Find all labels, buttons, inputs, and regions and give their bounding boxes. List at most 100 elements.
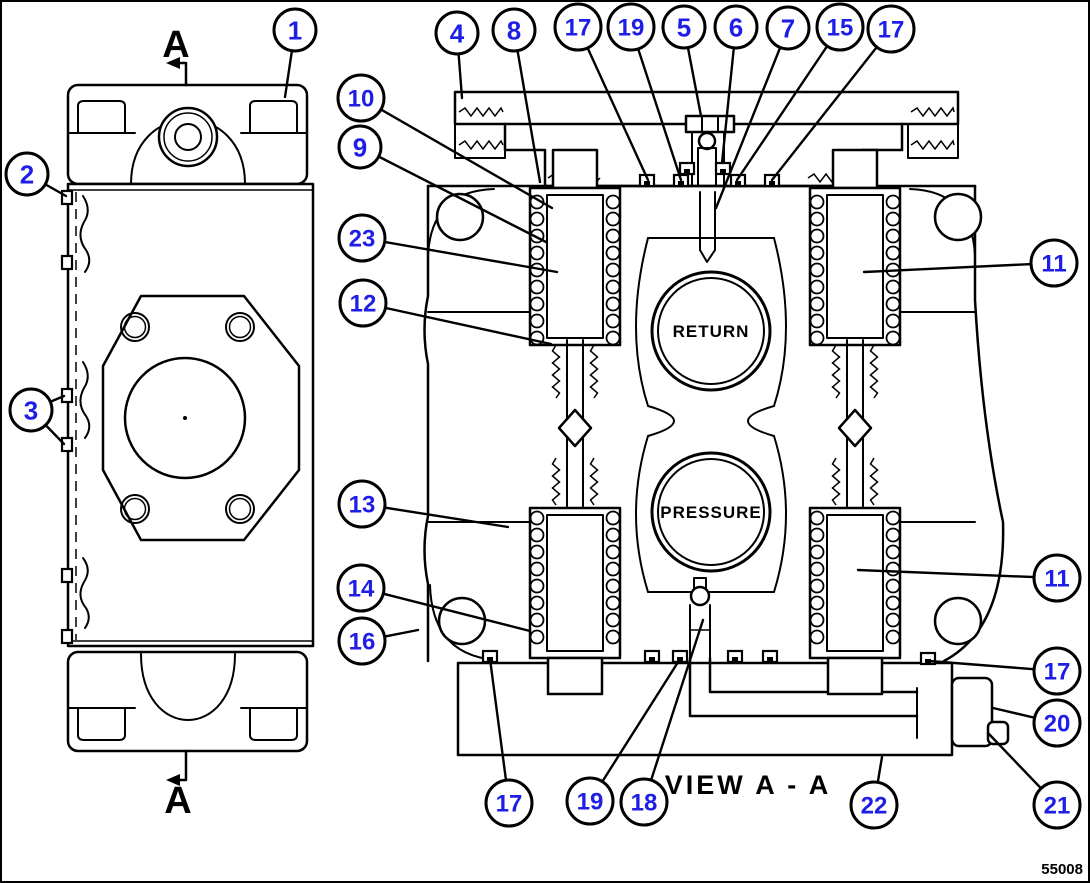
callout-number: 16 xyxy=(349,629,376,656)
top-cap-right-lug xyxy=(249,100,298,134)
callout-number: 21 xyxy=(1044,793,1071,820)
callout-18[interactable]: 18 xyxy=(619,777,669,827)
callout-2[interactable]: 2 xyxy=(4,151,50,197)
callout-number: 17 xyxy=(565,15,592,42)
spring-coil xyxy=(885,578,901,594)
callout-12[interactable]: 12 xyxy=(338,278,388,328)
spring-coil xyxy=(529,544,545,560)
spring-coil xyxy=(529,245,545,261)
callout-number: 17 xyxy=(1044,659,1071,686)
callout-number: 9 xyxy=(353,132,367,162)
spring-coil xyxy=(605,595,621,611)
retainer-clips xyxy=(60,189,74,645)
spring-coil xyxy=(529,629,545,645)
spring-coil xyxy=(885,313,901,329)
top-plate-right-plug xyxy=(907,123,959,159)
section-label-bottom: A xyxy=(164,780,191,822)
callout-16[interactable]: 16 xyxy=(337,616,387,666)
body-left-edge xyxy=(423,184,430,663)
leader-line-9 xyxy=(358,145,548,244)
callout-8[interactable]: 8 xyxy=(491,7,537,53)
callout-21[interactable]: 21 xyxy=(1032,780,1082,830)
callout-14[interactable]: 14 xyxy=(336,563,386,613)
callout-19[interactable]: 19 xyxy=(606,2,656,52)
spring-coil xyxy=(809,595,825,611)
leader-line-11 xyxy=(862,261,1056,274)
callout-11[interactable]: 11 xyxy=(1032,553,1082,603)
check-ball xyxy=(689,585,711,607)
spring-coil xyxy=(529,595,545,611)
bottom-cap-left-lug xyxy=(77,707,126,741)
callout-9[interactable]: 9 xyxy=(337,124,383,170)
callout-3[interactable]: 3 xyxy=(8,387,54,433)
callout-7[interactable]: 7 xyxy=(765,5,811,51)
callout-17[interactable]: 17 xyxy=(553,2,603,52)
break-line xyxy=(79,557,90,629)
leader-line-19 xyxy=(588,657,682,803)
bottom-cap-dome xyxy=(140,653,236,721)
callout-15[interactable]: 15 xyxy=(815,2,865,52)
callout-number: 7 xyxy=(781,13,795,43)
spring-coil xyxy=(885,228,901,244)
callout-number: 6 xyxy=(729,12,743,42)
spool-assembly xyxy=(808,148,902,696)
spring-coil xyxy=(605,245,621,261)
pressure-port xyxy=(650,451,772,573)
callout-number: 11 xyxy=(1044,566,1069,593)
spring-coil xyxy=(885,279,901,295)
bottom-cap-right-lug xyxy=(249,707,298,741)
seal-ring xyxy=(643,649,661,664)
spool-assemblies xyxy=(528,148,902,696)
seal-ring xyxy=(671,649,689,664)
callout-10[interactable]: 10 xyxy=(336,73,386,123)
spring-coil xyxy=(885,510,901,526)
spring-coil xyxy=(809,262,825,278)
spring-coil xyxy=(885,296,901,312)
body-bolt-holes xyxy=(435,192,983,646)
left-view: A A xyxy=(60,24,315,822)
leader-lines xyxy=(25,25,1059,807)
callout-1[interactable]: 1 xyxy=(272,7,318,53)
callout-22[interactable]: 22 xyxy=(849,780,899,830)
spring-coil xyxy=(605,262,621,278)
spring-coil xyxy=(809,245,825,261)
callout-6[interactable]: 6 xyxy=(713,4,759,50)
callout-number: 1 xyxy=(288,15,302,45)
callout-number: 4 xyxy=(450,18,465,48)
spring-coil xyxy=(809,330,825,346)
leader-line-18 xyxy=(642,618,705,804)
callout-number: 17 xyxy=(878,17,905,44)
spring-coil xyxy=(809,228,825,244)
spring-coil xyxy=(885,245,901,261)
spring-coil xyxy=(605,578,621,594)
callout-19[interactable]: 19 xyxy=(565,776,615,826)
callout-4[interactable]: 4 xyxy=(434,10,480,56)
leader-line-17 xyxy=(770,27,893,182)
flange-bolt-holes xyxy=(120,312,255,524)
section-arrow-bottom: A xyxy=(164,749,192,822)
section-label-top: A xyxy=(162,24,189,66)
callout-17[interactable]: 17 xyxy=(1032,646,1082,696)
return-label: RETURN xyxy=(673,322,750,341)
spring-coil xyxy=(809,510,825,526)
leader-line-8 xyxy=(512,28,542,184)
callout-13[interactable]: 13 xyxy=(337,479,387,529)
spring-coil xyxy=(885,527,901,543)
callout-number: 20 xyxy=(1044,711,1071,738)
leader-line-14 xyxy=(359,586,532,633)
callout-number: 8 xyxy=(507,15,521,45)
callout-17[interactable]: 17 xyxy=(866,4,916,54)
check-valve xyxy=(689,577,711,659)
spring-coil xyxy=(605,544,621,560)
callout-20[interactable]: 20 xyxy=(1032,698,1082,748)
callout-11[interactable]: 11 xyxy=(1029,238,1079,288)
spring-coil xyxy=(809,194,825,210)
callout-23[interactable]: 23 xyxy=(337,213,387,263)
spring-coil xyxy=(885,595,901,611)
spring-coil xyxy=(885,612,901,628)
drain-gallery xyxy=(688,656,919,718)
callout-17[interactable]: 17 xyxy=(484,778,534,828)
callout-5[interactable]: 5 xyxy=(661,4,707,50)
